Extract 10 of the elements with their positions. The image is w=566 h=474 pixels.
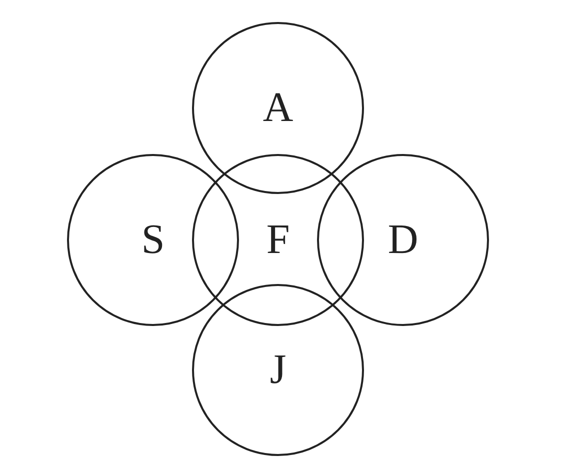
venn-circle: [192, 284, 364, 456]
venn-circle: [192, 22, 364, 194]
circle-label: D: [388, 219, 418, 261]
venn-circle: [192, 154, 364, 326]
circle-label: J: [270, 349, 286, 391]
circle-label: A: [262, 87, 294, 129]
venn-circle: [317, 154, 489, 326]
circle-label: F: [266, 219, 290, 261]
circle-label: S: [141, 219, 165, 261]
venn-circle: [67, 154, 239, 326]
